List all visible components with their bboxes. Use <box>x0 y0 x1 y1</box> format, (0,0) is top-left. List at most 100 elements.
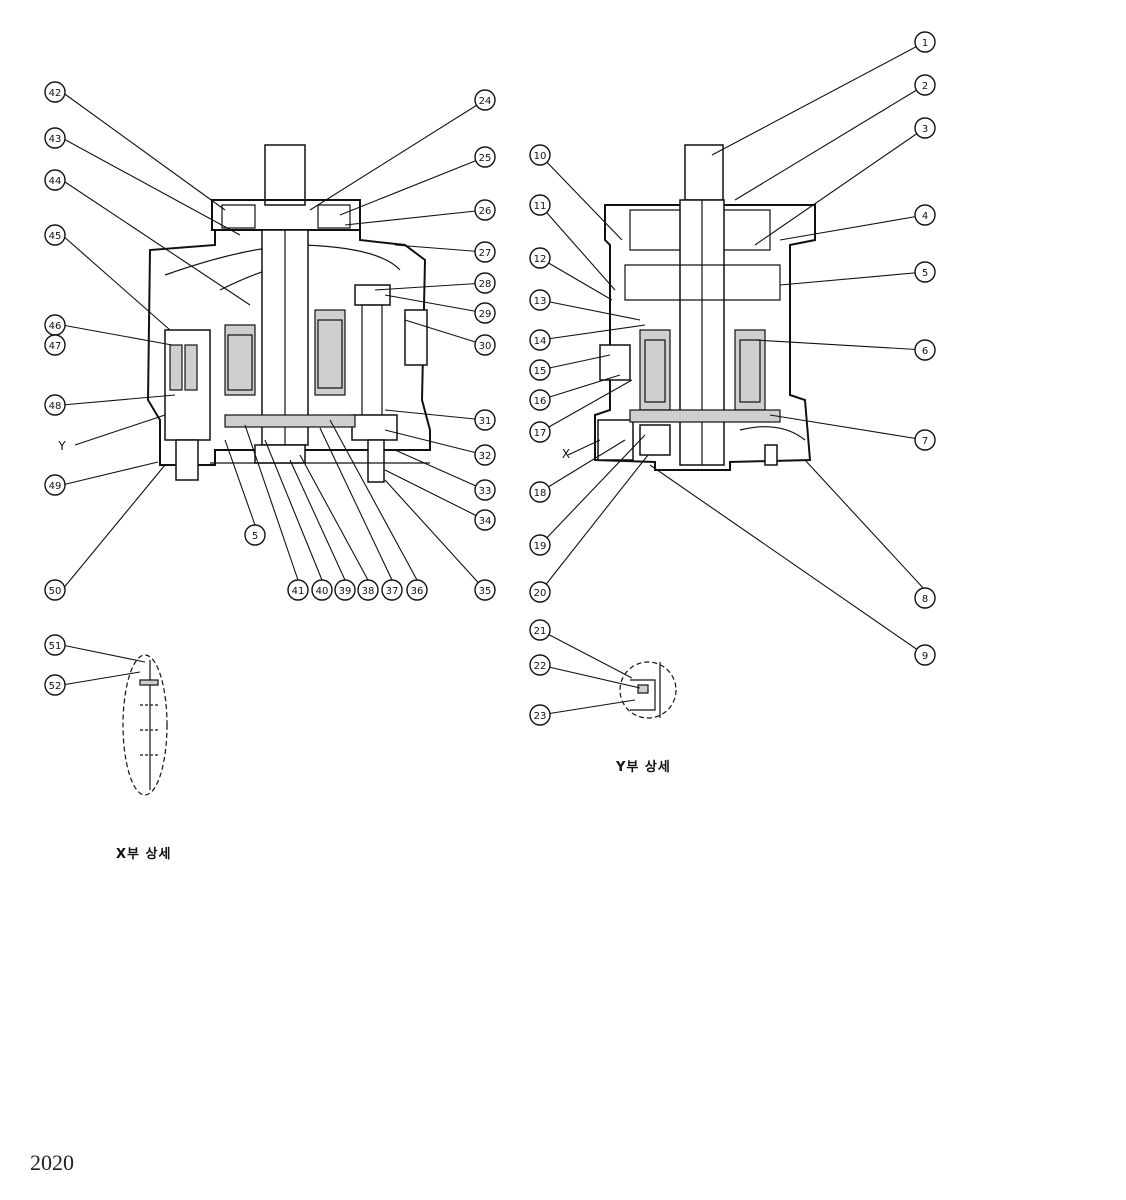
svg-text:48: 48 <box>49 401 62 412</box>
balloon: 31 <box>474 409 496 431</box>
balloon: 12 <box>529 247 551 269</box>
balloon: 36 <box>406 579 428 601</box>
balloon: 41 <box>287 579 309 601</box>
svg-text:51: 51 <box>49 641 62 652</box>
svg-text:20: 20 <box>534 588 547 599</box>
detail-y <box>619 661 677 719</box>
balloon: 50 <box>44 579 66 601</box>
balloon: 30 <box>474 334 496 356</box>
balloon: 17 <box>529 421 551 443</box>
svg-text:43: 43 <box>49 134 62 145</box>
svg-text:8: 8 <box>922 594 928 605</box>
detail-x-caption: X부 상세 <box>116 847 172 862</box>
svg-text:34: 34 <box>479 516 492 527</box>
balloon: 10 <box>529 144 551 166</box>
svg-text:39: 39 <box>339 586 352 597</box>
svg-text:50: 50 <box>49 586 62 597</box>
svg-text:18: 18 <box>534 488 547 499</box>
svg-text:35: 35 <box>479 586 492 597</box>
balloon: 27 <box>474 241 496 263</box>
svg-text:46: 46 <box>49 321 62 332</box>
balloons-right: 1 2 3 4 5 6 7 8 9 10 11 12 13 14 15 16 1… <box>529 31 936 666</box>
svg-text:11: 11 <box>534 201 547 212</box>
balloon: 42 <box>44 81 66 103</box>
balloons-left: 42 43 44 45 46 47 48 Y 49 50 24 25 26 27… <box>44 81 496 601</box>
svg-text:42: 42 <box>49 88 62 99</box>
svg-text:38: 38 <box>362 586 375 597</box>
balloon: 2 <box>914 74 936 96</box>
balloon: 21 <box>529 619 551 641</box>
balloon: 18 <box>529 481 551 503</box>
balloon: 49 <box>44 474 66 496</box>
svg-text:19: 19 <box>534 541 547 552</box>
balloon: 35 <box>474 579 496 601</box>
svg-text:1: 1 <box>922 38 928 49</box>
svg-text:5: 5 <box>252 531 258 542</box>
balloon: 13 <box>529 289 551 311</box>
balloon: 37 <box>381 579 403 601</box>
detail-x <box>122 654 168 796</box>
balloon: 46 <box>44 314 66 336</box>
balloon: 39 <box>334 579 356 601</box>
balloon: 19 <box>529 534 551 556</box>
svg-text:16: 16 <box>534 396 547 407</box>
svg-text:14: 14 <box>534 336 547 347</box>
svg-text:22: 22 <box>534 661 547 672</box>
balloon: 48 <box>44 394 66 416</box>
svg-text:32: 32 <box>479 451 492 462</box>
svg-text:28: 28 <box>479 279 492 290</box>
balloon: 25 <box>474 146 496 168</box>
svg-text:13: 13 <box>534 296 547 307</box>
svg-text:37: 37 <box>386 586 399 597</box>
balloon: 3 <box>914 117 936 139</box>
balloon: 44 <box>44 169 66 191</box>
balloon: 14 <box>529 329 551 351</box>
balloons-detail-y: 21 22 23 <box>529 619 551 726</box>
svg-text:29: 29 <box>479 309 492 320</box>
balloon: 52 <box>44 674 66 696</box>
svg-text:52: 52 <box>49 681 62 692</box>
svg-text:7: 7 <box>922 436 928 447</box>
balloon: 28 <box>474 272 496 294</box>
svg-text:23: 23 <box>534 711 547 722</box>
balloon: 40 <box>311 579 333 601</box>
svg-text:9: 9 <box>922 651 928 662</box>
svg-text:2: 2 <box>922 81 928 92</box>
svg-text:3: 3 <box>922 124 928 135</box>
svg-text:15: 15 <box>534 366 547 377</box>
svg-text:17: 17 <box>534 428 547 439</box>
balloon: 8 <box>914 587 936 609</box>
svg-text:45: 45 <box>49 231 62 242</box>
svg-text:X: X <box>562 447 570 461</box>
svg-text:40: 40 <box>316 586 329 597</box>
balloon: 33 <box>474 479 496 501</box>
balloon: 15 <box>529 359 551 381</box>
balloon: 24 <box>474 89 496 111</box>
svg-text:24: 24 <box>479 96 492 107</box>
balloon: 4 <box>914 204 936 226</box>
svg-text:41: 41 <box>292 586 305 597</box>
svg-text:26: 26 <box>479 206 492 217</box>
balloon: 23 <box>529 704 551 726</box>
balloon: 38 <box>357 579 379 601</box>
svg-text:27: 27 <box>479 248 492 259</box>
right-section-view <box>594 144 816 471</box>
svg-text:47: 47 <box>49 341 62 352</box>
balloon: 9 <box>914 644 936 666</box>
balloon: 51 <box>44 634 66 656</box>
svg-text:30: 30 <box>479 341 492 352</box>
balloon: 45 <box>44 224 66 246</box>
page-number: 2020 <box>30 1150 74 1175</box>
svg-text:31: 31 <box>479 416 492 427</box>
svg-text:4: 4 <box>922 211 928 222</box>
balloon: 29 <box>474 302 496 324</box>
balloon: 11 <box>529 194 551 216</box>
svg-text:12: 12 <box>534 254 547 265</box>
svg-text:5: 5 <box>922 268 928 279</box>
balloon: Y <box>57 439 66 453</box>
balloon: 20 <box>529 581 551 603</box>
balloons-detail-x: 51 52 <box>44 634 66 696</box>
balloon: 47 <box>44 334 66 356</box>
balloon: 7 <box>914 429 936 451</box>
balloon: 26 <box>474 199 496 221</box>
